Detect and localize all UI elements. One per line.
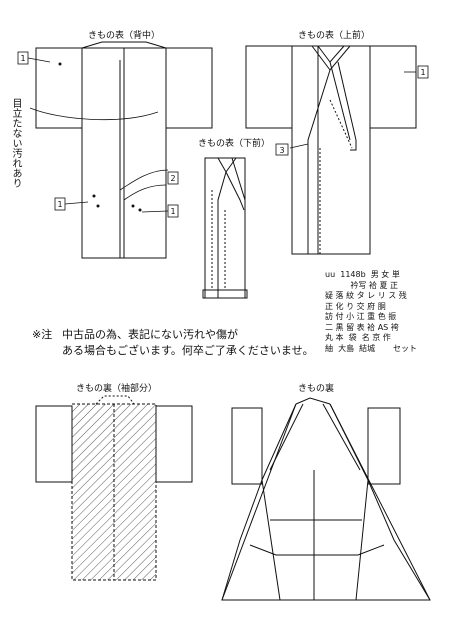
svg-text:1: 1 [20, 54, 25, 63]
kimono-lining-sleeve-diagram [35, 395, 193, 581]
svg-text:1: 1 [57, 200, 62, 209]
svg-text:1: 1 [170, 207, 175, 216]
marker-front-upper-collar: 3 [275, 143, 289, 156]
product-code-table: uu 1148b 男 女 単 衿写 袷 夏 正 疑 落 紋 タ レ リ ス 残 … [325, 270, 417, 354]
kimono-lining-diagram [221, 397, 431, 601]
kimono-front-lower-diagram [202, 157, 248, 299]
marker-back-lower-right-b: 1 [167, 204, 179, 218]
marker-back-lower-right-a: 2 [167, 171, 179, 185]
marker-back-top-left: 1 [17, 51, 29, 65]
lining-sleeve-title: きもの裏（袖部分） [76, 384, 158, 394]
code-row: 丸 本 袋 名 京 作 [325, 333, 391, 342]
lining-title: きもの裏 [298, 384, 335, 394]
notice-line-2: ある場合もございます。何卒ご了承くださいませ。 [62, 344, 314, 357]
code-row: 疑 落 紋 タ レ リ ス 残 [325, 291, 407, 300]
notice-mark: ※注 [32, 328, 53, 341]
svg-text:2: 2 [170, 174, 175, 183]
code-row: 二 黒 留 表 袷 AS 袴 [325, 322, 399, 332]
kimono-front-upper-diagram [245, 45, 417, 255]
front-lower-title: きもの表（下前） [198, 139, 271, 149]
svg-text:3: 3 [279, 146, 284, 155]
marker-back-lower-left: 1 [54, 197, 66, 211]
back-view-title: きもの表（背中） [88, 31, 161, 41]
used-item-notice: ※注 中古品の為、表記にない汚れや傷が ある場合もございます。何卒ご了承ください… [32, 327, 314, 359]
kimono-back-diagram [27, 41, 213, 259]
marker-front-right-sleeve: 1 [417, 65, 429, 79]
code-row: 紬 大島 結城 セット [325, 343, 417, 353]
code-row: 衿写 袷 夏 正 [325, 280, 399, 290]
notice-line-1: 中古品の為、表記にない汚れや傷が [62, 328, 238, 341]
svg-text:1: 1 [420, 68, 425, 77]
front-upper-title: きもの表（上前） [298, 31, 371, 41]
code-row: uu 1148b 男 女 単 [325, 270, 400, 279]
code-row: 正 化 り 交 府 胴 [325, 301, 386, 311]
code-row: 訪 付 小 江 重 色 振 [325, 312, 397, 321]
handwritten-stain-note: 目立たない汚れあり [10, 98, 21, 188]
